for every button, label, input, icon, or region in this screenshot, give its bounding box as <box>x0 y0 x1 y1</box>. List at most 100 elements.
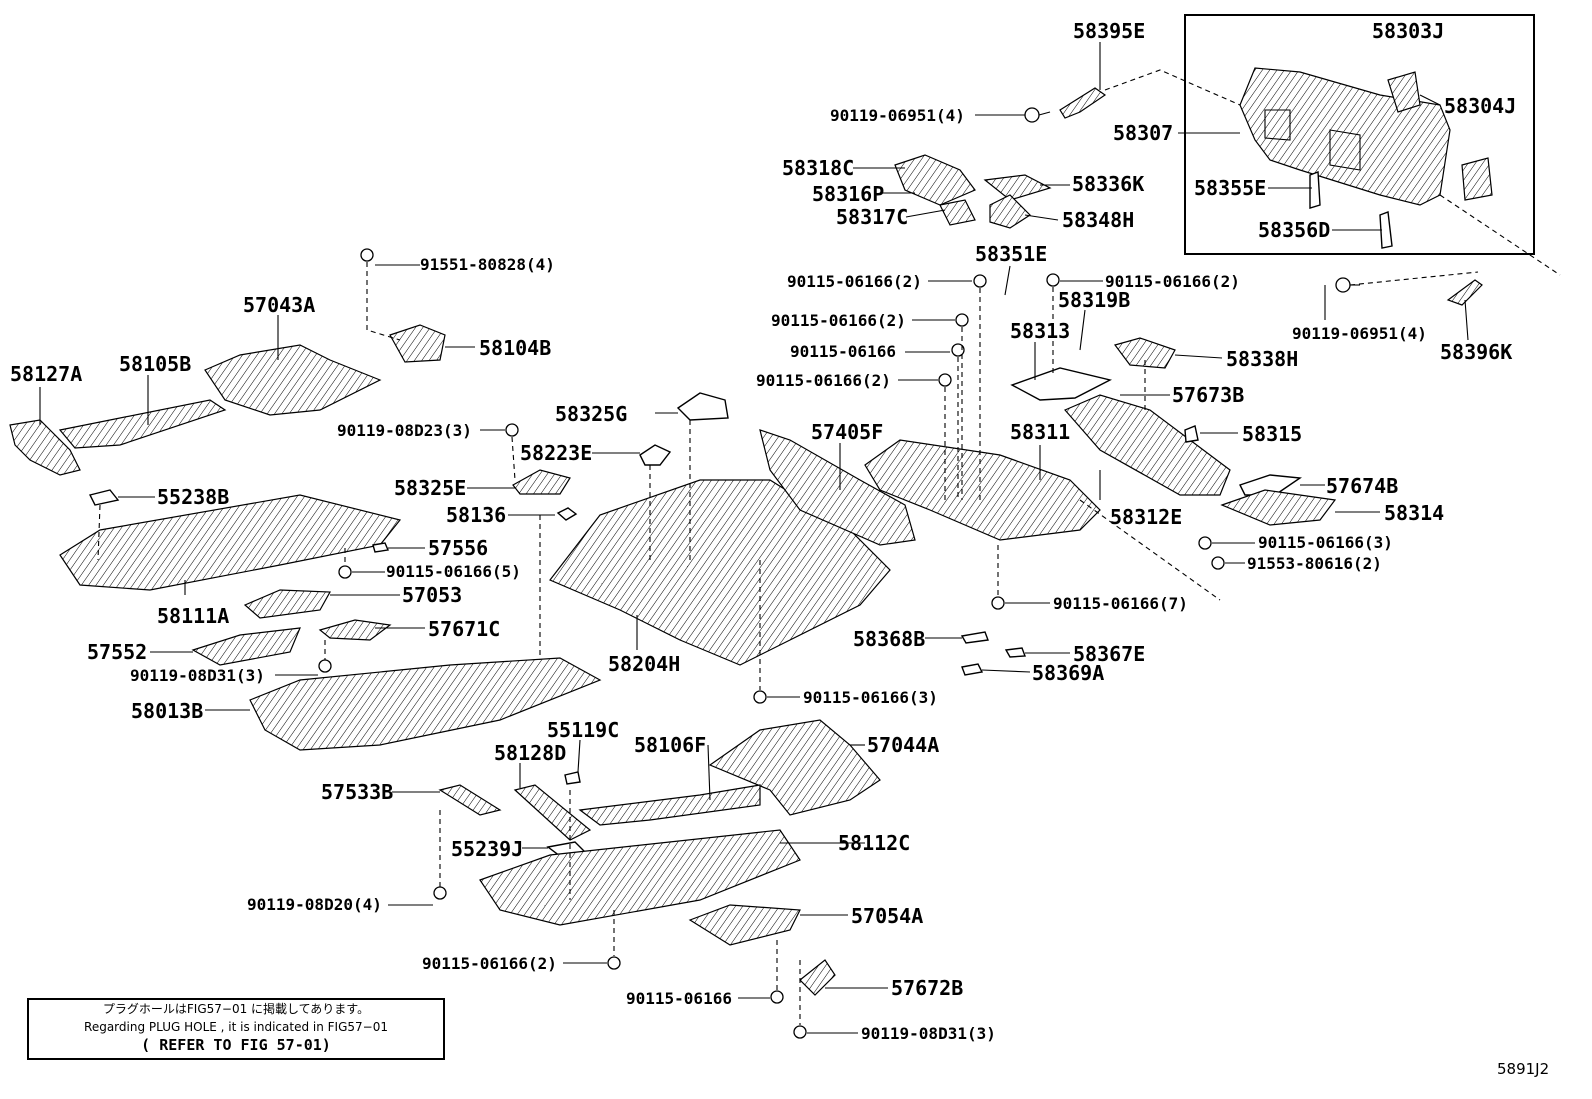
bracket-58304J <box>1461 157 1493 201</box>
bracket-58396K <box>1446 279 1483 306</box>
bracket-58348H <box>989 194 1031 229</box>
label-58396K: 58396K <box>1440 340 1512 364</box>
label-55238B: 55238B <box>157 485 229 509</box>
plate-57674B <box>1239 474 1302 496</box>
member-57043A <box>204 344 382 416</box>
label-58355E: 58355E <box>1194 176 1266 200</box>
label-58111A: 58111A <box>157 604 229 628</box>
label-90119-06951-4a: 90119-06951(4) <box>830 106 965 125</box>
label-58318C: 58318C <box>782 156 854 180</box>
label-58351E: 58351E <box>975 242 1047 266</box>
label-58325E: 58325E <box>394 476 466 500</box>
crossmember-58318C <box>894 154 976 206</box>
note-line-1: プラグホールはFIG57−01 に掲載してあります。 <box>102 1002 370 1016</box>
label-90119-08D31-3a: 90119-08D31(3) <box>130 666 265 685</box>
label-57552: 57552 <box>87 640 147 664</box>
floor-58112C <box>479 829 801 926</box>
bracket-58303J <box>1387 71 1421 113</box>
bracket-58315 <box>1184 425 1199 443</box>
label-55119C: 55119C <box>547 718 619 742</box>
plug-58223E <box>639 444 672 466</box>
bracket-57556 <box>372 542 389 553</box>
label-58316P: 58316P <box>812 182 884 206</box>
figure-code: 5891J2 <box>1497 1060 1550 1078</box>
note-line-3: ( REFER TO FIG 57-01) <box>141 1036 331 1054</box>
plate-58369A <box>961 663 984 676</box>
label-91551-80828-4: 91551-80828(4) <box>420 255 555 274</box>
label-57672B: 57672B <box>891 976 963 1000</box>
plate-58314 <box>1220 489 1337 526</box>
label-58368B: 58368B <box>853 627 925 651</box>
label-90115-06166-2c: 90115-06166(2) <box>771 311 906 330</box>
bracket-57672B <box>799 959 836 996</box>
member-57552 <box>191 627 301 666</box>
label-58338H: 58338H <box>1226 347 1298 371</box>
label-58204H: 58204H <box>608 652 680 676</box>
bracket-58355E <box>1309 171 1321 209</box>
label-58367E: 58367E <box>1073 642 1145 666</box>
label-58319B: 58319B <box>1058 288 1130 312</box>
member-58127A <box>9 419 81 476</box>
bolt-90119-06951-b <box>1335 277 1360 293</box>
bracket-57671C <box>318 619 392 641</box>
bracket-58104B <box>389 324 446 363</box>
label-58304J: 58304J <box>1444 94 1516 118</box>
bolt-90119-06951-a <box>1024 107 1051 123</box>
member-57053 <box>243 589 331 619</box>
label-90115-06166-2a: 90115-06166(2) <box>787 272 922 291</box>
bracket-58356D <box>1379 211 1393 249</box>
label-58105B: 58105B <box>119 352 191 376</box>
label-57673B: 57673B <box>1172 383 1244 407</box>
label-58104B: 58104B <box>479 336 551 360</box>
member-58106F <box>578 784 761 826</box>
bracket-57533B <box>438 784 502 816</box>
label-90115-06166-3a: 90115-06166(3) <box>1258 533 1393 552</box>
label-58303J: 58303J <box>1372 19 1444 43</box>
plug-58136 <box>556 507 578 521</box>
side-member-58312E <box>1064 394 1231 496</box>
label-58315: 58315 <box>1242 422 1302 446</box>
label-58356D: 58356D <box>1258 218 1330 242</box>
label-90115-06166-b: 90115-06166 <box>626 989 732 1008</box>
label-58223E: 58223E <box>520 441 592 465</box>
label-90119-08D20-4: 90119-08D20(4) <box>247 895 382 914</box>
rear-panel-58307 <box>1239 67 1451 206</box>
label-58112C: 58112C <box>838 831 910 855</box>
inset-frame <box>1184 14 1535 255</box>
plug-hole-note: プラグホールはFIG57−01 に掲載してあります。 Regarding PLU… <box>27 998 445 1060</box>
label-58127A: 58127A <box>10 362 82 386</box>
label-57053: 57053 <box>402 583 462 607</box>
rear-floor-58311 <box>864 439 1101 541</box>
label-58325G: 58325G <box>555 402 627 426</box>
leader-lines <box>39 42 1469 1034</box>
bracket-58395E <box>1059 87 1107 119</box>
label-90115-06166-3b: 90115-06166(3) <box>803 688 938 707</box>
label-58313: 58313 <box>1010 319 1070 343</box>
label-90115-06166-2e: 90115-06166(2) <box>422 954 557 973</box>
label-58395E: 58395E <box>1073 19 1145 43</box>
bracket-55119C <box>564 771 581 785</box>
label-90115-06166-2b: 90115-06166(2) <box>1105 272 1240 291</box>
plate-58368B <box>960 631 989 644</box>
floor-58013B <box>249 657 602 751</box>
member-58105B <box>58 399 227 449</box>
label-57043A: 57043A <box>243 293 315 317</box>
plate-58313 <box>1010 367 1112 401</box>
member-57054A <box>688 904 801 946</box>
bracket-58317C <box>939 199 976 226</box>
label-57044A: 57044A <box>867 733 939 757</box>
crossmember-58336K <box>983 174 1052 201</box>
label-90115-06166-a: 90115-06166 <box>790 342 896 361</box>
bolt-icons <box>318 248 1225 1039</box>
label-55239J: 55239J <box>451 837 523 861</box>
plug-58325E <box>512 469 571 495</box>
label-58013B: 58013B <box>131 699 203 723</box>
bracket-55238B <box>88 489 120 506</box>
label-57405F: 57405F <box>811 420 883 444</box>
label-58314: 58314 <box>1384 501 1444 525</box>
center-floor-58204H <box>549 479 891 666</box>
label-58136: 58136 <box>446 503 506 527</box>
label-58317C: 58317C <box>836 205 908 229</box>
dashed-guides <box>97 69 1561 1025</box>
